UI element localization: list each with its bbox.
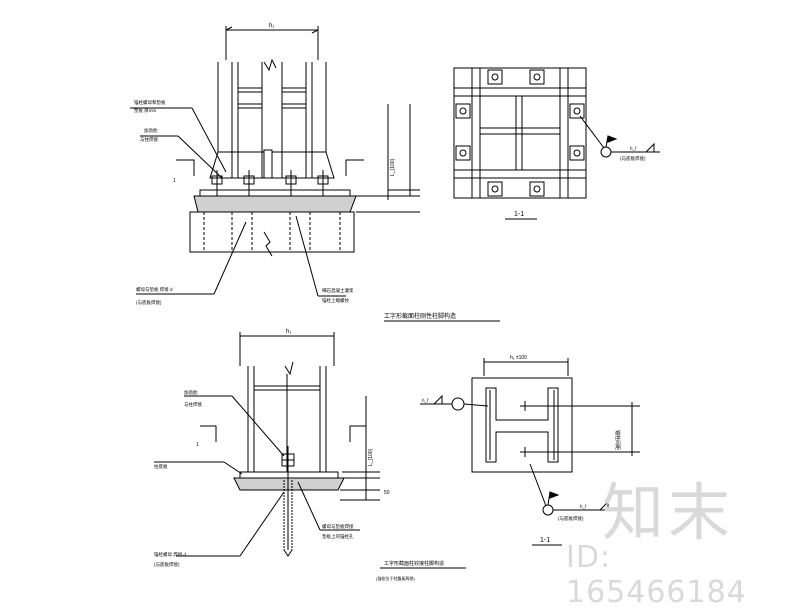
bottom-plan-dim-side: 锚栓间距 [614,430,621,450]
top-elev-dim-right: L_{100} [390,158,396,176]
bottom-plan-dim-top: h₁ ±100 [510,355,527,361]
bottom-label-3: 螺母与垫板焊接 [322,523,354,530]
bottom-plan-weld-note: (与底板焊接) [558,515,584,522]
top-plan-section-label: 1-1 [514,211,524,218]
top-label-1: 锚栓螺母和垫板 [134,99,166,106]
title-bottom: 工字形截面柱铰接柱脚构造 [384,560,444,567]
bottom-label-2: 柱底板 [154,463,168,470]
top-label-3b: (与底板焊接) [136,299,162,306]
bottom-plan-weld-size-left: h_f [422,398,429,403]
top-label-3: 螺母与垫板 焊接 d [136,286,173,293]
watermark-logo: 知末 [602,476,735,549]
bottom-label-3b: 垫板上的锚栓孔 [322,533,354,540]
top-plan: h_f (与底板焊接) 1-1 [453,67,660,220]
top-elevation: h₁ [130,23,420,306]
bottom-plan: h₁ ±100 锚栓间距 h_f h_f (与底板焊接) 1 [420,355,640,546]
bottom-elev-section-mark: 1 [196,442,199,448]
top-plan-weld-size: h_f [630,146,637,151]
top-label-2b: 与柱焊接 [140,136,158,143]
bottom-elev-dim-50: 50 [384,490,390,496]
top-label-4: 细石混凝土灌浆 [322,287,354,294]
top-label-4b: 锚栓上端螺纹 [322,297,349,304]
bottom-label-4b: (与底板焊接) [154,561,180,568]
bottom-elev-dim-right: L_{100} [368,448,374,466]
bottom-plan-weld-size-right: h_f [580,504,587,509]
top-elev-dim-top: h₁ [269,23,274,29]
top-elev-section-mark: 1 [173,178,176,184]
bottom-plan-section-label: 1-1 [540,537,550,544]
top-label-2: 加劲肋 [144,127,158,134]
top-label-1b: 垫板 厚mm [134,107,156,114]
bottom-elevation: h₁ 1 L_{100} 50 [154,329,390,568]
subtitle-bottom: (锚栓位于柱腹板两侧) [376,575,415,581]
bottom-label-1b: 与柱焊接 [184,401,202,408]
bottom-label-1: 加劲肋 [184,389,198,396]
bottom-label-4: 锚栓螺母 焊接 d [154,551,186,558]
top-plan-weld-note: (与底板焊接) [620,155,646,162]
bottom-elev-dim-top: h₁ [286,329,291,335]
title-top: 工字形截面柱刚性柱脚构造 [384,312,456,320]
